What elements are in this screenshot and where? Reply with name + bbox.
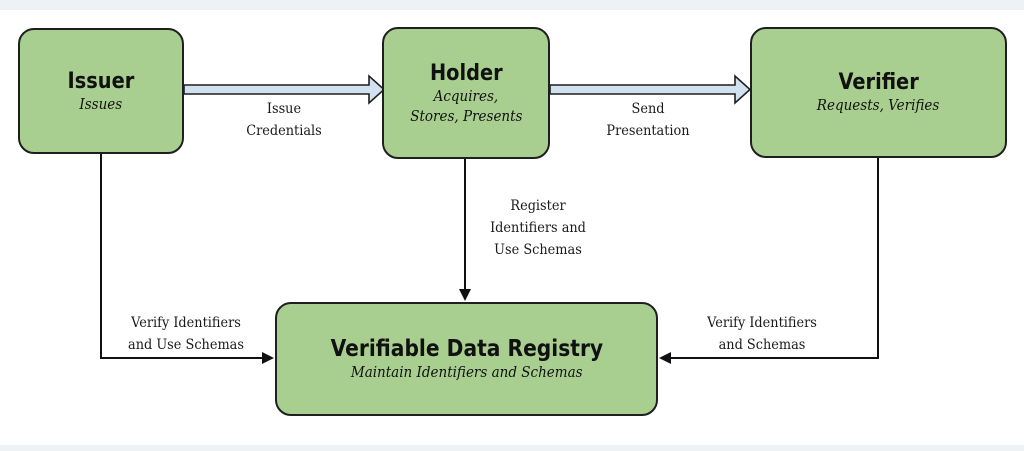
registry-title: Verifiable Data Registry [330, 336, 603, 362]
edge-label-line: Use Schemas [494, 242, 582, 258]
verifier-title: Verifier [838, 70, 919, 95]
edge-label-line: Send [631, 101, 665, 117]
register-arrowhead [459, 289, 471, 301]
edge-label-line: Identifiers and [490, 220, 586, 236]
edge-label-line: Credentials [246, 123, 322, 139]
edge-label-line: Issue [266, 101, 302, 117]
bottom-band [0, 445, 1024, 451]
holder-title: Holder [429, 60, 503, 86]
holder-subtitle-line: Stores, Presents [409, 106, 523, 125]
send-presentation-arrow [549, 74, 752, 105]
issue-credentials-arrow [183, 74, 386, 105]
edge-label-line: Verify Identifiers [707, 315, 817, 331]
registry-subtitle-line: Maintain Identifiers and Schemas [350, 363, 583, 381]
verifier-verify-arrowhead [659, 352, 671, 364]
issuer-verify-line [100, 154, 262, 359]
edge-label-line: and Schemas [718, 337, 806, 353]
verifier-verify-label: Verify Identifiers and Schemas [687, 312, 838, 356]
registry-node: Verifiable Data Registry Maintain Identi… [275, 302, 658, 416]
edge-label-line: Verify Identifiers [131, 315, 241, 331]
verifier-subtitle-line: Requests, Verifies [817, 96, 940, 114]
issuer-node: Issuer Issues [18, 28, 184, 154]
issuer-verify-arrowhead [262, 352, 274, 364]
send-presentation-label: Send Presentation [593, 98, 703, 142]
edge-label-line: and Use Schemas [128, 337, 244, 353]
top-band [0, 0, 1024, 10]
edge-label-line: Register [510, 198, 566, 214]
verifier-node: Verifier Requests, Verifies [750, 27, 1007, 158]
issuer-subtitle-line: Issues [79, 94, 123, 113]
verifier-verify-line [671, 158, 879, 359]
issuer-verify-label: Verify Identifiers and Use Schemas [111, 312, 262, 356]
edge-label-line: Presentation [606, 123, 690, 139]
register-identifiers-label: Register Identifiers and Use Schemas [475, 195, 600, 261]
issuer-title: Issuer [67, 68, 135, 94]
issue-credentials-label: Issue Credentials [229, 98, 339, 142]
holder-node: Holder Acquires, Stores, Presents [382, 27, 550, 159]
holder-subtitle-line: Acquires, [433, 86, 499, 105]
